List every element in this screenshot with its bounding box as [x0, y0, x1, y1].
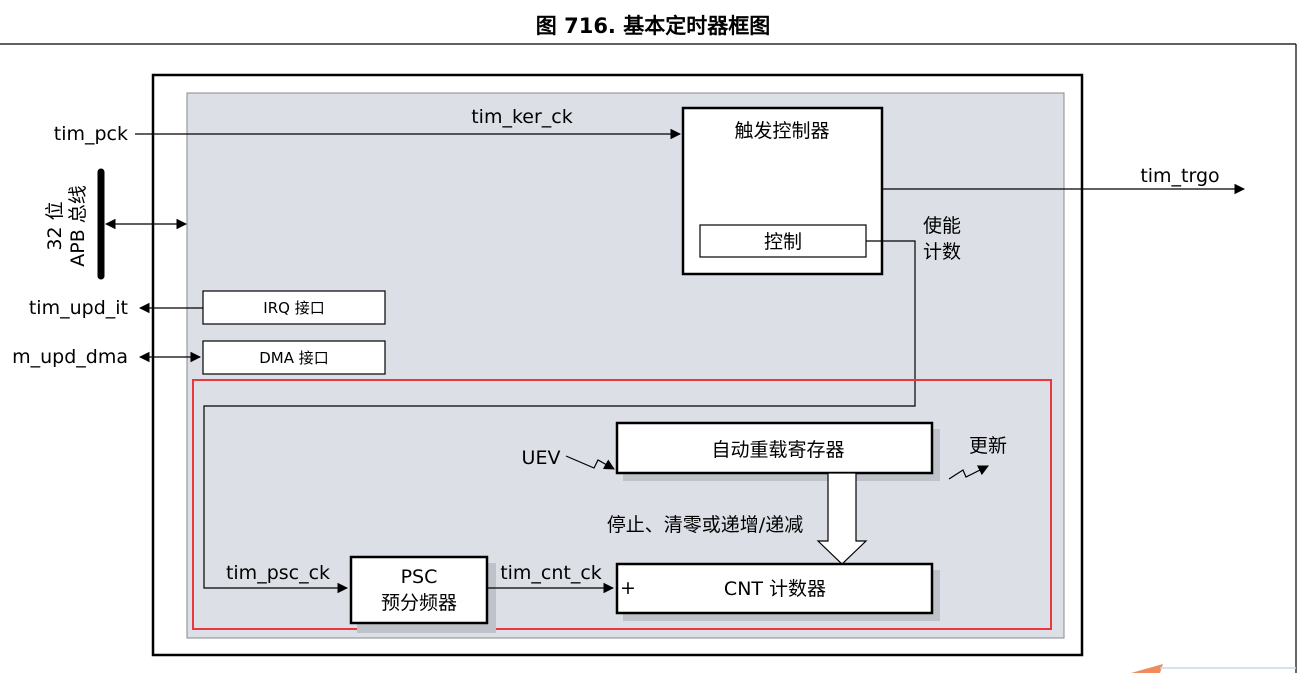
- irq-interface-label: IRQ 接口: [263, 299, 324, 317]
- cnt-plus-sign: +: [620, 577, 636, 599]
- signal-tim-trgo: tim_trgo: [1140, 165, 1219, 187]
- signal-tim-psc-ck: tim_psc_ck: [226, 562, 330, 584]
- signal-tim-pck: tim_pck: [54, 123, 128, 145]
- signal-tim-upd-it: tim_upd_it: [29, 297, 128, 319]
- uev-lightning: [565, 455, 615, 470]
- trigger-controller-label: 触发控制器: [734, 120, 829, 142]
- enable-wire: [203, 240, 916, 594]
- apb-bus-label-line1: 32 位: [44, 201, 66, 250]
- figure-title: 图 716. 基本定时器框图: [536, 14, 770, 38]
- update-lightning: [948, 465, 989, 480]
- corner-fragment: [1131, 664, 1163, 673]
- signal-tim-ker-ck: tim_ker_ck: [471, 106, 573, 128]
- stop-clear-label: 停止、清零或递增/递减: [607, 514, 803, 536]
- auto-reload-box: [615, 421, 934, 475]
- highlight-region: [192, 379, 1052, 630]
- psc-box: [349, 555, 489, 625]
- psc-label-line2: 预分频器: [381, 592, 457, 614]
- irq-interface-box: [202, 290, 386, 325]
- update-label: 更新: [969, 435, 1007, 457]
- control-label: 控制: [764, 231, 802, 253]
- psc-label-line1: PSC: [401, 566, 438, 588]
- signal-uev: UEV: [522, 447, 561, 469]
- control-box: [699, 224, 867, 258]
- apb-bus-label: 32 位 APB 总线: [44, 185, 89, 267]
- apb-bus-label-line2: APB 总线: [67, 185, 89, 267]
- signal-tim-cnt-ck: tim_cnt_ck: [500, 562, 602, 584]
- enable-count-line2: 计数: [923, 241, 961, 263]
- reload-block-arrow: [816, 472, 868, 565]
- cnt-counter-label: CNT 计数器: [724, 578, 826, 600]
- signal-tim-upd-dma: m_upd_dma: [12, 346, 128, 368]
- cnt-counter-box: [615, 562, 934, 615]
- auto-reload-label: 自动重载寄存器: [711, 439, 844, 461]
- dma-interface-box: [202, 340, 386, 375]
- enable-count-line1: 使能: [923, 215, 961, 237]
- dma-interface-label: DMA 接口: [259, 349, 329, 367]
